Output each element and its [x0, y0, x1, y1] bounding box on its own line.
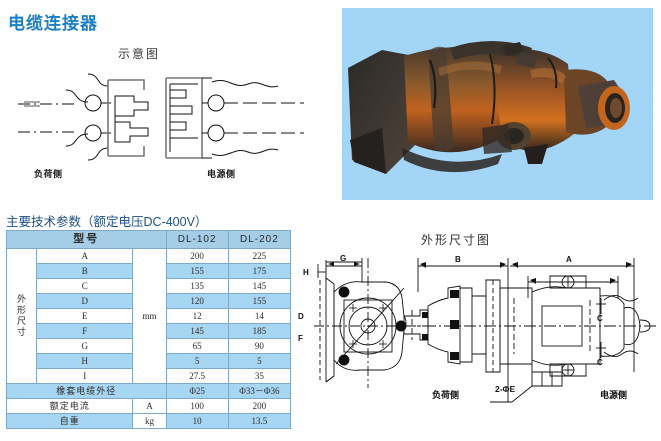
row-name: 橡套电缆外径 — [6, 383, 167, 399]
spec-table: 型号 DL-102 DL-202 外 形 尺 寸 A mm 200 225 — [5, 230, 292, 429]
cell-dl202: 13.5 — [227, 413, 292, 429]
cell-dl202: 185 — [227, 323, 292, 339]
row-name: A — [36, 248, 134, 264]
cell-dl202: 225 — [227, 248, 292, 264]
schematic-diagram — [16, 60, 306, 170]
schematic-label-source-side: 电源侧 — [207, 169, 236, 179]
row-name: D — [36, 293, 134, 309]
product-photo — [342, 8, 653, 200]
cell-dl102: 145 — [165, 323, 229, 339]
cell-dl202: 200 — [227, 398, 292, 414]
table-header-row: 型号 DL-102 DL-202 — [6, 230, 292, 249]
cell-dl202: 155 — [227, 293, 292, 309]
cell-dl202: 35 — [227, 368, 292, 384]
dim-label-C-lower: C — [597, 358, 603, 367]
cell-dl102: 65 — [165, 338, 229, 354]
dim-label-D: D — [298, 312, 304, 321]
row-name: G — [36, 338, 134, 354]
table-row: D 120 155 — [7, 293, 292, 309]
cell-dl102: 12 — [165, 308, 229, 324]
header-dl102: DL-102 — [165, 230, 229, 249]
row-name: 自重 — [5, 413, 134, 429]
dim-label-C-upper: C — [597, 314, 603, 323]
dim-label-source-side: 电源侧 — [600, 390, 628, 400]
row-name: 额定电流 — [5, 398, 134, 414]
group-char: 寸 — [17, 327, 27, 337]
dim-label-hole-callout: 2-ΦE — [495, 384, 516, 394]
dim-label-G: G — [340, 254, 347, 263]
row-name: H — [36, 353, 134, 369]
group-char: 尺 — [17, 316, 27, 326]
cell-dl202: 90 — [227, 338, 292, 354]
row-name: I — [36, 368, 134, 384]
table-row: I 27.5 35 — [7, 368, 292, 384]
row-unit: A — [132, 398, 167, 414]
table-row: E 12 14 — [7, 308, 292, 324]
header-model: 型号 — [6, 230, 167, 249]
cell-dl102: 200 — [165, 248, 229, 264]
cell-dl102: 120 — [165, 293, 229, 309]
table-row: 橡套电缆外径 Φ25 Φ33－Φ36 — [6, 383, 292, 399]
dim-label-load-side: 负荷侧 — [432, 390, 460, 400]
cell-dl102: Φ25 — [165, 383, 229, 399]
dim-label-A: A — [566, 255, 572, 264]
table-row: 额定电流 A 100 200 — [5, 398, 292, 414]
row-name: E — [36, 308, 134, 324]
cell-dl102: 135 — [165, 278, 229, 294]
schematic-caption: 示意图 — [118, 47, 161, 61]
row-name: C — [36, 278, 134, 294]
table-row: H 5 5 — [7, 353, 292, 369]
cell-dl102: 100 — [165, 398, 229, 414]
dimension-drawing — [300, 252, 661, 436]
row-name: F — [36, 323, 134, 339]
cell-dl102: 27.5 — [165, 368, 229, 384]
dimension-drawing-caption: 外形尺寸图 — [421, 233, 492, 247]
table-row: 外 形 尺 寸 A mm 200 225 — [5, 248, 292, 384]
header-dl202: DL-202 — [227, 230, 292, 249]
cell-dl202: 175 — [227, 263, 292, 279]
page-title: 电缆连接器 — [8, 14, 98, 33]
table-row: F 145 185 — [7, 323, 292, 339]
cell-dl202: Φ33－Φ36 — [227, 383, 292, 399]
table-row: 自重 kg 10 13.5 — [5, 413, 292, 429]
row-unit: kg — [132, 413, 167, 429]
schematic-label-load-side: 负荷侧 — [34, 169, 63, 179]
cell-dl202: 5 — [227, 353, 292, 369]
group-char: 形 — [17, 305, 27, 315]
dim-label-H: H — [303, 268, 309, 277]
dim-label-F: F — [298, 334, 303, 343]
group-label-outline-dims: 外 形 尺 寸 — [5, 248, 38, 384]
unit-mm: mm — [132, 248, 167, 384]
dim-label-B: B — [455, 255, 461, 264]
cell-dl102: 5 — [165, 353, 229, 369]
table-row: G 65 90 — [7, 338, 292, 354]
cell-dl202: 14 — [227, 308, 292, 324]
group-char: 外 — [17, 294, 27, 304]
cell-dl102: 10 — [165, 413, 229, 429]
spec-section-heading: 主要技术参数（额定电压DC-400V） — [6, 215, 208, 229]
cell-dl102: 155 — [165, 263, 229, 279]
row-name: B — [36, 263, 134, 279]
cell-dl202: 145 — [227, 278, 292, 294]
